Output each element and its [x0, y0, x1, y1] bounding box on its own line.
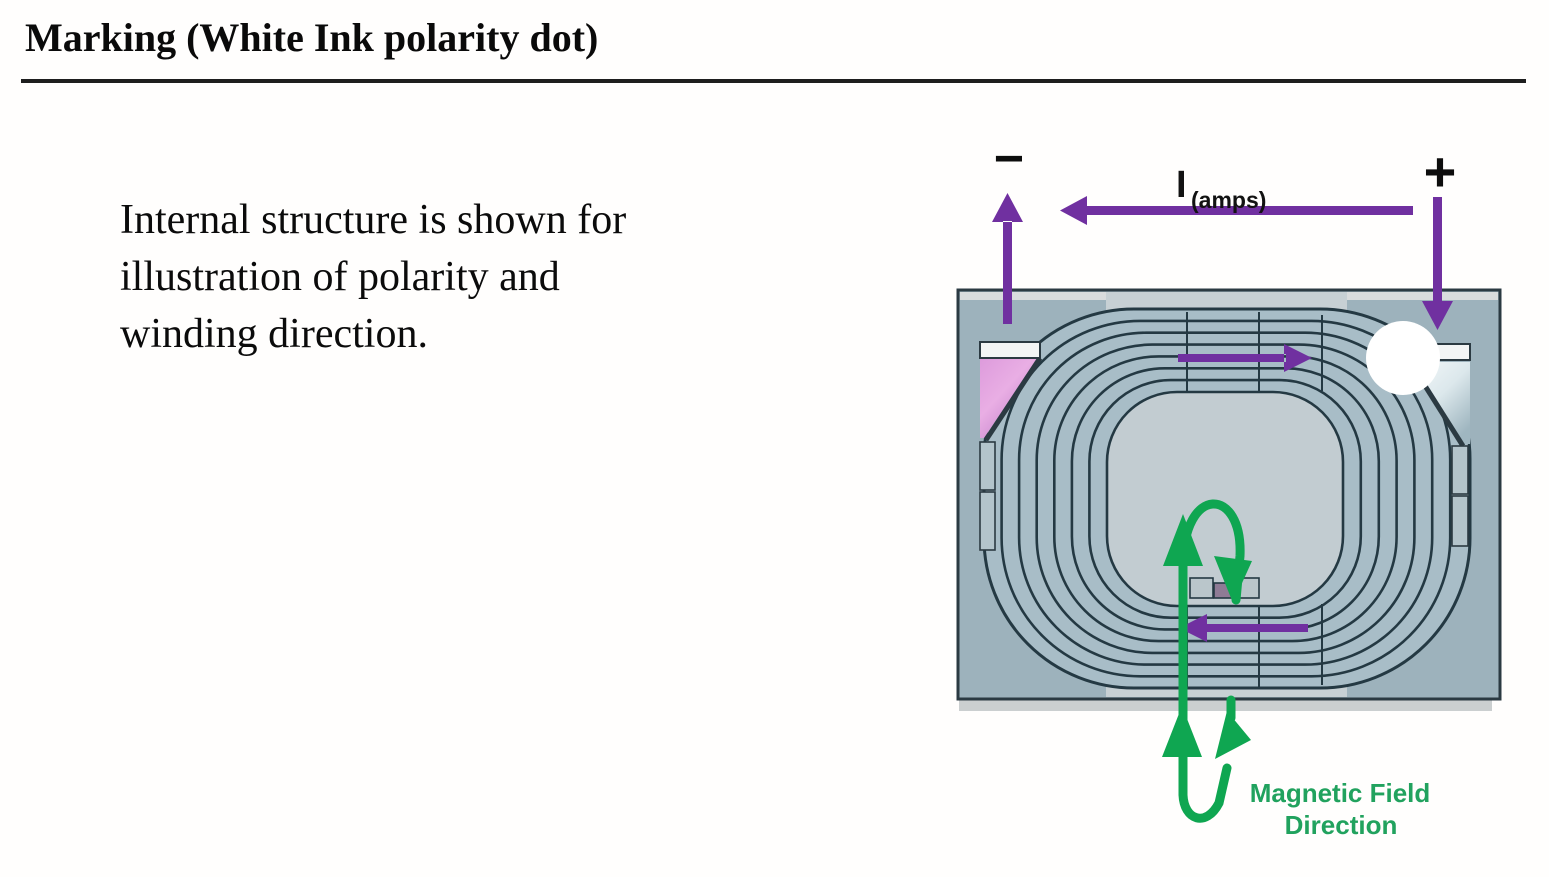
left-terminal — [979, 341, 1043, 551]
current-arrow-up-negative — [992, 193, 1023, 324]
current-arrow-horizontal — [1060, 196, 1413, 225]
field-arrowhead-down-inner — [1214, 556, 1252, 603]
magnetic-field-label: Magnetic Field Direction — [1250, 778, 1431, 840]
field-arrowhead-up-outer — [1162, 706, 1202, 757]
field-line-left — [1178, 527, 1232, 823]
description-line: winding direction. — [120, 311, 428, 357]
current-arrows — [992, 193, 1453, 642]
core-block — [1189, 577, 1214, 599]
description-line: Internal structure is shown for — [120, 197, 627, 243]
field-arrowhead-down-outer — [1215, 711, 1251, 759]
polarity-dot — [1366, 321, 1440, 395]
current-arrow-down-positive — [1422, 197, 1453, 330]
left-terminal-block — [979, 441, 996, 491]
body-bottom-strip — [959, 699, 1492, 711]
current-symbol: I — [1176, 164, 1187, 206]
right-terminal-block — [1451, 445, 1469, 495]
description-text: Internal structure is shown for illustra… — [120, 192, 626, 363]
left-terminal-plating — [980, 358, 1038, 438]
winding-coil — [982, 307, 1472, 690]
title-underline — [21, 79, 1526, 83]
current-subscript: (amps) — [1191, 187, 1266, 213]
magnetic-field-label-line2: Direction — [1285, 810, 1398, 840]
description-line: illustration of polarity and — [120, 254, 560, 300]
winding-ring — [1035, 343, 1416, 655]
winding-current-arrow-top — [1178, 344, 1312, 372]
left-terminal-top — [979, 341, 1041, 359]
field-arrowhead-up-inner — [1163, 514, 1203, 566]
page-title: Marking (White Ink polarity dot) — [25, 15, 599, 60]
left-terminal-edge — [983, 356, 1043, 442]
magnetic-field-label-line1: Magnetic Field — [1250, 778, 1431, 808]
winding-ring — [1000, 319, 1452, 678]
right-terminal-block — [1451, 495, 1469, 547]
winding-current-arrow-bottom — [1179, 614, 1308, 642]
negative-terminal-label: − — [994, 130, 1024, 188]
winding-ring — [1088, 378, 1363, 620]
left-terminal-block — [979, 491, 996, 551]
winding-core — [1105, 390, 1345, 608]
winding-ring — [1017, 331, 1434, 666]
magnetic-field-arrowheads — [1162, 514, 1252, 759]
positive-terminal-label: + — [1424, 140, 1457, 203]
